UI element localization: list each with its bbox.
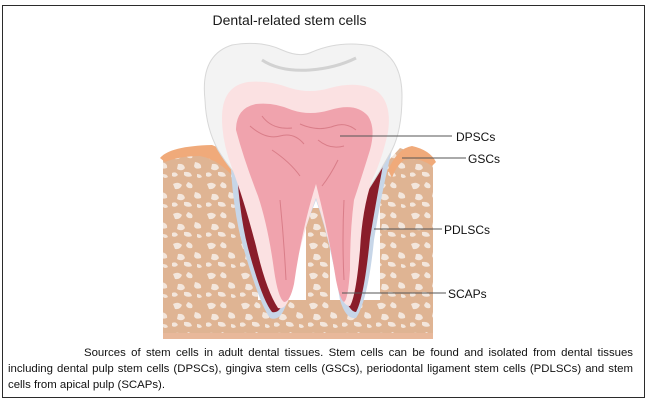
- svg-text:DPSCs: DPSCs: [456, 130, 495, 144]
- figure-caption: Sources of stem cells in adult dental ti…: [8, 345, 633, 393]
- svg-text:PDLSCs: PDLSCs: [444, 223, 490, 237]
- svg-text:GSCs: GSCs: [468, 152, 500, 166]
- svg-text:SCAPs: SCAPs: [448, 287, 487, 301]
